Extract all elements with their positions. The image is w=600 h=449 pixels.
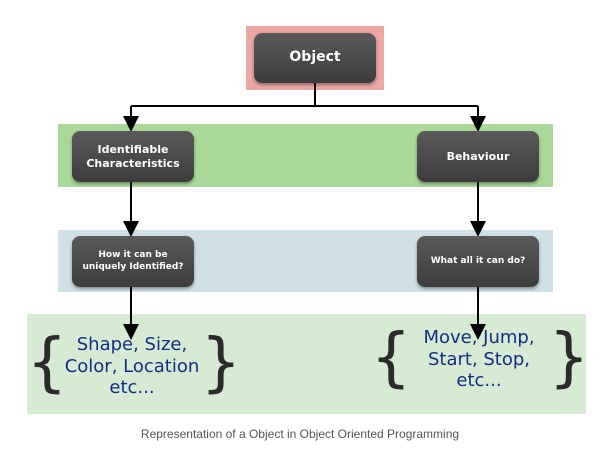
identifiable-characteristics-node: Identifiable Characteristics	[72, 131, 194, 182]
characteristics-examples: Shape, Size, Color, Location etc...	[56, 334, 208, 399]
examples-band	[27, 314, 586, 414]
behaviour-examples-line-2: Start, Stop,	[427, 348, 531, 370]
right-open-brace: {	[370, 321, 412, 395]
identifiable-characteristics-line-1: Identifiable	[97, 142, 169, 156]
identifiable-characteristics-line-2: Characteristics	[86, 156, 180, 170]
question-can-do-label: What all it can do?	[430, 255, 526, 266]
behaviour-node-label: Behaviour	[446, 149, 510, 163]
characteristics-examples-line-1: Shape, Size,	[76, 334, 188, 355]
behaviour-examples-line-1: Move, Jump,	[423, 327, 535, 348]
left-open-brace: {	[26, 326, 68, 400]
question-identified-line-2: uniquely Identified?	[82, 261, 184, 272]
left-close-brace: }	[200, 326, 242, 400]
behaviour-examples-line-3: etc...	[456, 370, 502, 392]
right-close-brace: }	[548, 321, 590, 395]
behaviour-node: Behaviour	[417, 131, 539, 182]
question-identified-node: How it can be uniquely Identified?	[72, 236, 194, 287]
question-can-do-node: What all it can do?	[417, 236, 539, 287]
object-node-label: Object	[289, 49, 341, 66]
characteristics-examples-line-3: etc...	[109, 377, 155, 399]
object-node: Object	[254, 33, 376, 83]
characteristics-examples-line-2: Color, Location	[64, 355, 200, 377]
behaviour-examples: Move, Jump, Start, Stop, etc...	[404, 327, 554, 392]
question-identified-line-1: How it can be	[98, 250, 168, 261]
diagram-caption: Representation of a Object in Object Ori…	[140, 427, 460, 441]
